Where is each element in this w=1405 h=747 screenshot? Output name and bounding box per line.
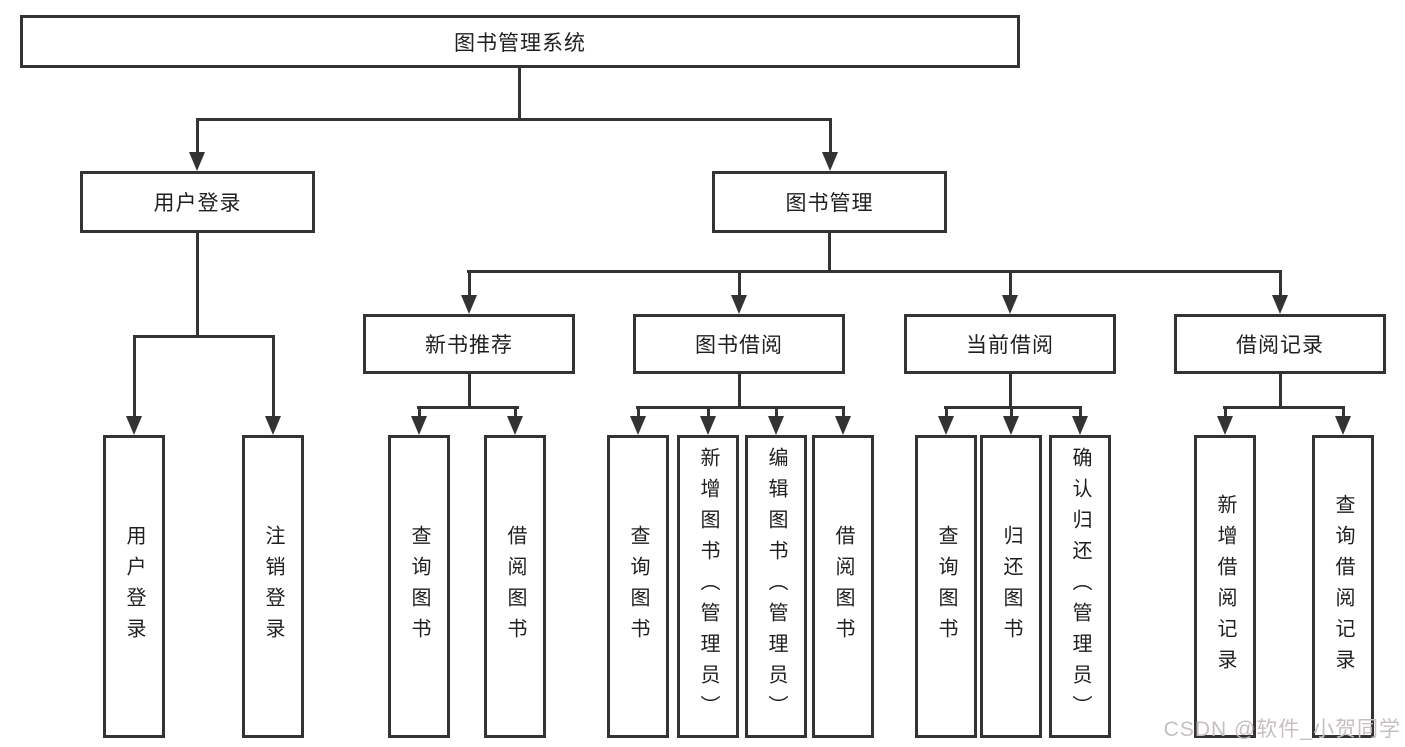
connector-vline <box>1342 406 1345 417</box>
arrowhead-down-icon <box>461 295 477 314</box>
arrowhead-down-icon <box>1217 416 1233 435</box>
node-library-system: 图书管理系统 <box>20 15 1020 68</box>
arrowhead-down-icon <box>265 416 281 435</box>
leaf-add-borrow-record: 新增借阅记录 <box>1194 435 1256 738</box>
connector-vline <box>1279 270 1282 295</box>
leaf-return-books: 归还图书 <box>980 435 1042 738</box>
leaf-user-login: 用户登录 <box>103 435 165 738</box>
arrowhead-down-icon <box>731 295 747 314</box>
connector-hline <box>1223 406 1345 409</box>
arrowhead-down-icon <box>1272 295 1288 314</box>
arrowhead-down-icon <box>630 416 646 435</box>
arrowhead-down-icon <box>411 416 427 435</box>
leaf-query-books-current: 查询图书 <box>915 435 977 738</box>
connector-hline <box>417 406 519 409</box>
leaf-query-borrow-record: 查询借阅记录 <box>1312 435 1374 738</box>
arrowhead-down-icon <box>768 416 784 435</box>
connector-vline <box>133 335 136 417</box>
connector-vline <box>1009 270 1012 295</box>
connector-vline <box>468 374 471 408</box>
csdn-watermark: CSDN @软件_小贺同学 <box>1163 718 1401 741</box>
connector-vline <box>1279 374 1282 408</box>
node-book-management: 图书管理 <box>712 171 947 233</box>
connector-vline <box>829 118 832 153</box>
leaf-query-books-recommend: 查询图书 <box>388 435 450 738</box>
connector-vline <box>1009 374 1012 408</box>
leaf-confirm-return-admin: 确认归还（管理员） <box>1049 435 1111 738</box>
connector-vline <box>1010 406 1013 417</box>
connector-hline <box>196 118 832 121</box>
connector-vline <box>518 68 521 120</box>
leaf-edit-book-admin: 编辑图书（管理员） <box>745 435 807 738</box>
connector-hline <box>944 406 1082 409</box>
arrowhead-down-icon <box>189 152 205 171</box>
connector-vline <box>775 406 778 417</box>
arrowhead-down-icon <box>1002 295 1018 314</box>
node-user-login: 用户登录 <box>80 171 315 233</box>
arrowhead-down-icon <box>1072 416 1088 435</box>
leaf-borrow-books-borrowing: 借阅图书 <box>812 435 874 738</box>
arrowhead-down-icon <box>1003 416 1019 435</box>
leaf-query-books-borrowing: 查询图书 <box>607 435 669 738</box>
connector-hline <box>636 406 845 409</box>
arrowhead-down-icon <box>938 416 954 435</box>
node-new-book-recommend: 新书推荐 <box>363 314 575 374</box>
arrowhead-down-icon <box>822 152 838 171</box>
connector-vline <box>468 270 471 295</box>
arrowhead-down-icon <box>835 416 851 435</box>
arrowhead-down-icon <box>507 416 523 435</box>
connector-vline <box>738 270 741 295</box>
connector-vline <box>196 118 199 153</box>
connector-vline <box>1224 406 1227 417</box>
node-borrowing-records: 借阅记录 <box>1174 314 1386 374</box>
arrowhead-down-icon <box>126 416 142 435</box>
connector-vline <box>272 335 275 417</box>
connector-vline <box>637 406 640 417</box>
connector-vline <box>418 406 421 417</box>
connector-vline <box>514 406 517 417</box>
node-current-borrowing: 当前借阅 <box>904 314 1116 374</box>
node-book-borrowing: 图书借阅 <box>633 314 845 374</box>
connector-vline <box>1079 406 1082 417</box>
connector-vline <box>828 233 831 272</box>
connector-vline <box>842 406 845 417</box>
arrowhead-down-icon <box>700 416 716 435</box>
leaf-add-book-admin: 新增图书（管理员） <box>677 435 739 738</box>
connector-vline <box>196 233 199 337</box>
connector-vline <box>738 374 741 408</box>
connector-hline <box>133 335 275 338</box>
connector-vline <box>945 406 948 417</box>
connector-hline <box>467 270 1282 273</box>
leaf-borrow-books-recommend: 借阅图书 <box>484 435 546 738</box>
leaf-logout: 注销登录 <box>242 435 304 738</box>
connector-vline <box>707 406 710 417</box>
arrowhead-down-icon <box>1335 416 1351 435</box>
